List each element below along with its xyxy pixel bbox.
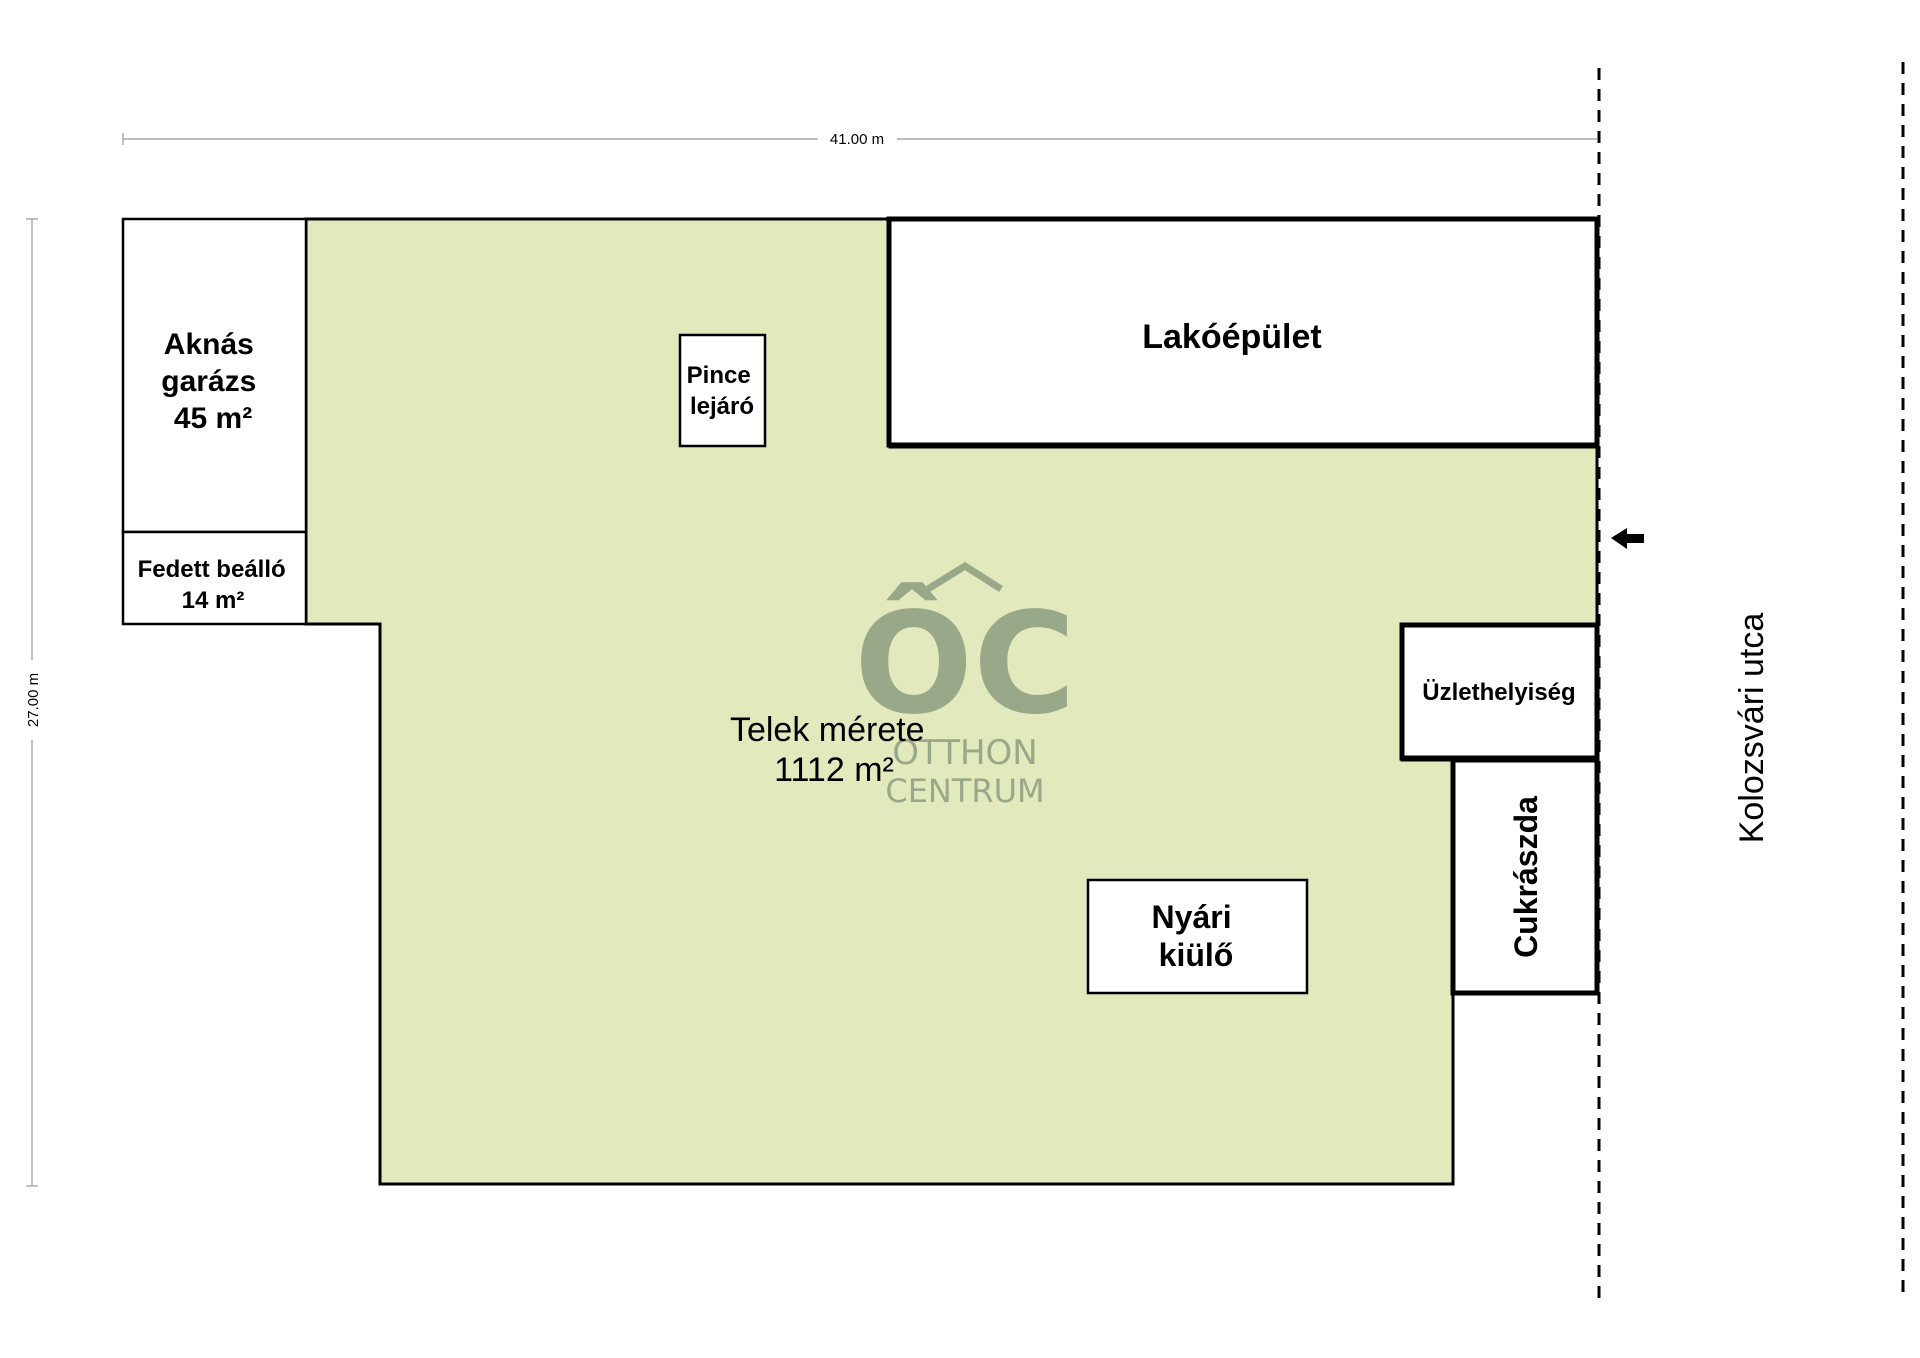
summer-kitchen-label: Nyári kiülő bbox=[1152, 899, 1241, 973]
shop-label: Üzlethelyiség bbox=[1422, 679, 1575, 706]
watermark-logo: ÔC bbox=[854, 581, 1076, 746]
width-dimension-label: 41.00 m bbox=[830, 131, 884, 148]
summer-kitchen-box bbox=[1086, 878, 1309, 995]
roof-logo-icon bbox=[926, 561, 1003, 592]
confectionery-label: Cukrászda bbox=[1508, 796, 1544, 958]
confectionery-box bbox=[1450, 757, 1600, 996]
watermark-line1: OTTHON bbox=[892, 733, 1037, 773]
garage-box bbox=[121, 217, 308, 534]
residential-building-box bbox=[886, 216, 1600, 448]
street-label: Kolozsvári utca bbox=[1733, 613, 1771, 844]
height-dimension-label: 27.00 m bbox=[25, 673, 42, 727]
otthon-centrum-watermark: ÔC OTTHON CENTRUM bbox=[854, 561, 1076, 810]
garage-label: Aknás garázs 45 m² bbox=[161, 328, 264, 435]
watermark-line2: CENTRUM bbox=[885, 772, 1044, 810]
plot-size-label: Telek mérete 1112 m² bbox=[730, 711, 934, 789]
cellar-entrance-label: Pince lejáró bbox=[687, 362, 758, 420]
residential-building-label: Lakóépület bbox=[1142, 318, 1321, 356]
carport-label: Fedett beálló 14 m² bbox=[138, 556, 293, 614]
carport-box bbox=[121, 530, 308, 626]
shop-box bbox=[1399, 622, 1600, 761]
arrow-left-icon bbox=[1611, 528, 1644, 549]
cellar-entrance-box bbox=[678, 333, 767, 448]
